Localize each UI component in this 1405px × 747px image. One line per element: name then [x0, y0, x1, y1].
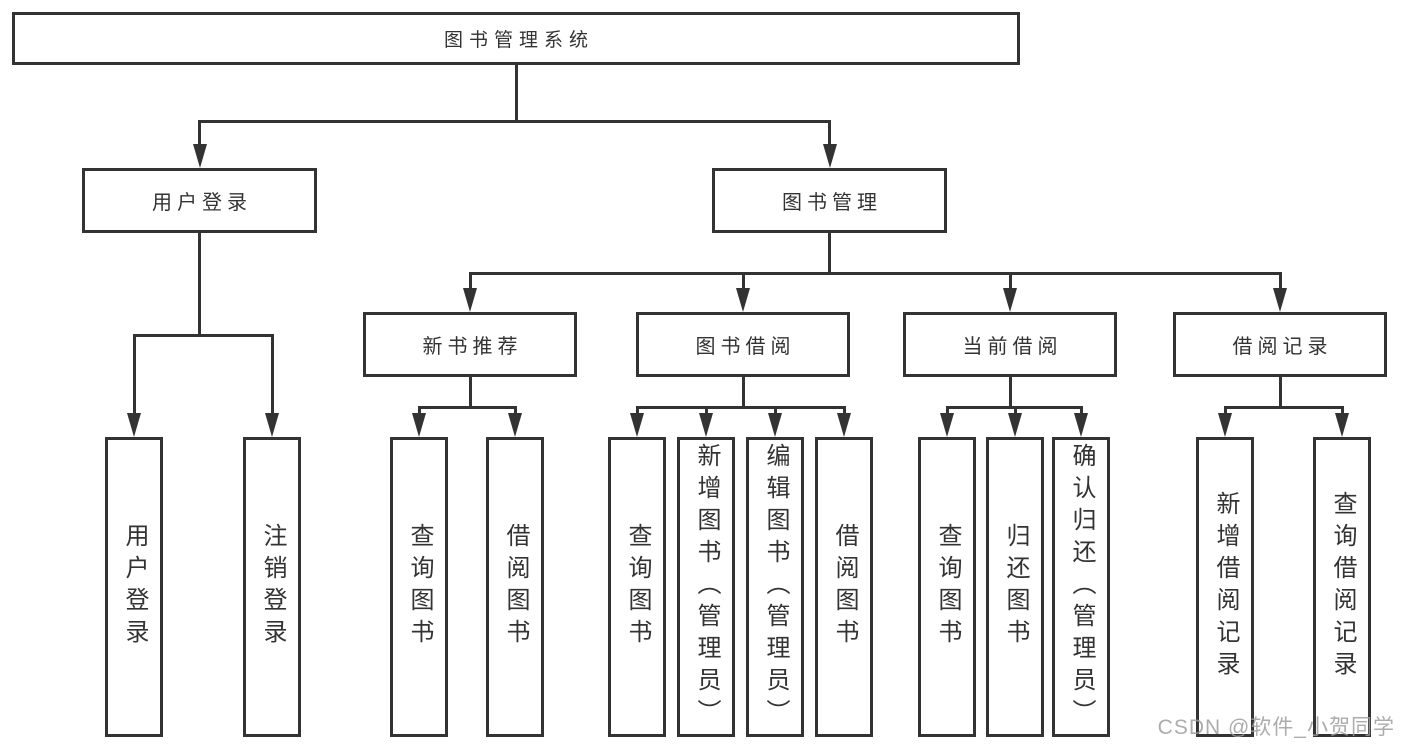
connector-line — [842, 406, 846, 417]
node-book-mgmt: 图书管理 — [712, 168, 947, 233]
arrowhead-icon — [463, 288, 477, 312]
connector-line — [1223, 406, 1227, 417]
node-v-add-book: 新增图书（管理员） — [677, 437, 735, 737]
connector-line — [1008, 272, 1012, 292]
node-v-borrow-book-1: 借阅图书 — [486, 437, 544, 737]
node-current-borrow: 当前借阅 — [903, 312, 1117, 377]
connector-line — [1278, 272, 1282, 292]
connector-line — [468, 272, 472, 292]
connector-line — [468, 377, 472, 409]
connector-line — [1013, 406, 1017, 417]
connector-line — [198, 120, 201, 148]
connector-line — [741, 272, 745, 292]
node-new-book-rec: 新书推荐 — [363, 312, 577, 377]
arrowhead-icon — [1008, 413, 1022, 437]
connector-line — [1008, 377, 1012, 409]
node-borrow-records: 借阅记录 — [1173, 312, 1387, 377]
arrowhead-icon — [1003, 288, 1017, 312]
arrowhead-icon — [837, 413, 851, 437]
arrowhead-icon — [699, 413, 713, 437]
arrowhead-icon — [1335, 413, 1349, 437]
node-v-logout: 注销登录 — [243, 437, 301, 737]
connector-line — [741, 377, 745, 409]
arrowhead-icon — [768, 413, 782, 437]
arrowhead-icon — [1273, 288, 1287, 312]
connector-line — [468, 272, 1282, 275]
node-v-query-book-2: 查询图书 — [608, 437, 666, 737]
node-user-login: 用户登录 — [82, 168, 317, 233]
connector-line — [704, 406, 708, 417]
node-v-query-borrow-record: 查询借阅记录 — [1313, 437, 1371, 737]
connector-line — [773, 406, 777, 417]
node-v-add-borrow-record: 新增借阅记录 — [1196, 437, 1254, 737]
node-v-edit-book: 编辑图书（管理员） — [746, 437, 804, 737]
arrowhead-icon — [940, 413, 954, 437]
arrowhead-icon — [192, 144, 207, 168]
connector-line — [828, 233, 831, 275]
arrowhead-icon — [127, 413, 141, 437]
node-v-query-book-3: 查询图书 — [918, 437, 976, 737]
node-v-query-book-1: 查询图书 — [390, 437, 448, 737]
connector-line — [513, 406, 517, 417]
connector-line — [945, 406, 949, 417]
node-v-return-book: 归还图书 — [986, 437, 1044, 737]
arrowhead-icon — [1074, 413, 1088, 437]
node-root: 图书管理系统 — [12, 12, 1020, 65]
arrowhead-icon — [630, 413, 644, 437]
connector-line — [132, 334, 274, 337]
arrowhead-icon — [1218, 413, 1232, 437]
arrowhead-icon — [265, 413, 279, 437]
connector-line — [417, 406, 517, 409]
connector-line — [270, 334, 274, 417]
connector-line — [1223, 406, 1344, 409]
connector-line — [198, 120, 831, 123]
node-book-borrow: 图书借阅 — [636, 312, 850, 377]
arrowhead-icon — [736, 288, 750, 312]
connector-line — [1079, 406, 1083, 417]
node-v-borrow-book-2: 借阅图书 — [815, 437, 873, 737]
connector-line — [198, 233, 201, 337]
connector-line — [1340, 406, 1344, 417]
arrowhead-icon — [412, 413, 426, 437]
connector-line — [514, 65, 518, 123]
node-v-confirm-return: 确认归还（管理员） — [1052, 437, 1110, 737]
node-v-user-login: 用户登录 — [105, 437, 163, 737]
connector-line — [635, 406, 639, 417]
arrowhead-icon — [508, 413, 522, 437]
connector-line — [1278, 377, 1282, 409]
connector-line — [828, 120, 831, 148]
connector-line — [417, 406, 421, 417]
connector-line — [635, 406, 846, 409]
arrowhead-icon — [822, 144, 837, 168]
watermark: CSDN @软件_小贺同学 — [1157, 716, 1395, 739]
connector-line — [132, 334, 136, 417]
